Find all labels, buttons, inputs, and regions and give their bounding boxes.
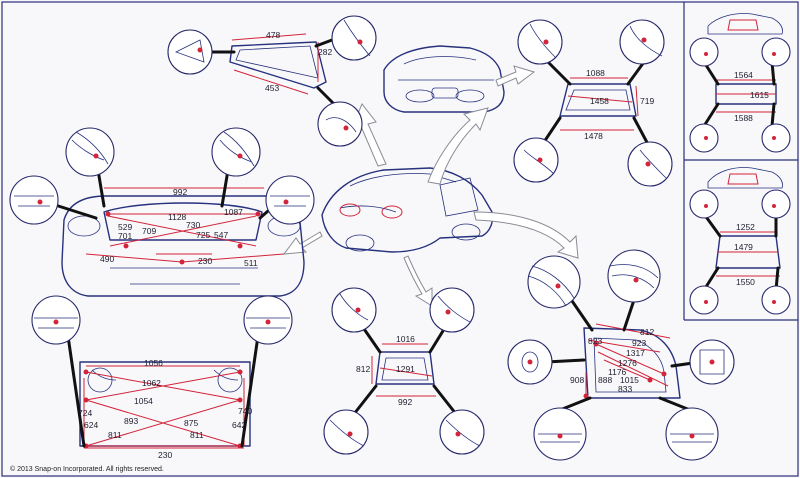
dim-230-floor: 230 (158, 450, 172, 460)
detail-circle-door-1 (527, 255, 581, 309)
dim-992-back: 992 (398, 397, 412, 407)
detail-circle-roof-top-1 (689, 37, 719, 67)
detail-circle-roof-bottom-1 (689, 189, 719, 219)
back-window-group: 1016 812 1291 992 (323, 287, 485, 455)
dim-812-door: 812 (640, 327, 654, 337)
dim-1479: 1479 (734, 242, 753, 252)
dim-453: 453 (265, 83, 279, 93)
dim-719: 719 (640, 96, 654, 106)
dim-1056: 1056 (144, 358, 163, 368)
dim-1054: 1054 (134, 396, 153, 406)
windshield-group: 1088 1458 719 1478 (513, 19, 673, 187)
detail-circle-quarter-2 (331, 15, 377, 61)
dim-1317: 1317 (626, 348, 645, 358)
dim-811-left: 811 (108, 430, 122, 440)
dim-1458: 1458 (590, 96, 609, 106)
dim-1615: 1615 (750, 90, 769, 100)
dim-1276: 1276 (618, 358, 637, 368)
detail-circle-roof-top-2 (761, 37, 791, 67)
dim-282: 282 (318, 47, 332, 57)
dim-893: 893 (124, 416, 138, 426)
roof-inset-bottom-group: 1252 1479 1550 (689, 167, 791, 315)
detail-circle-windshield-2 (619, 19, 665, 65)
detail-circle-roof-bottom-4 (761, 285, 791, 315)
door-opening-group: 812 823 923 1317 1276 1176 908 888 1015 … (507, 249, 735, 461)
dim-1128: 1128 (168, 212, 187, 222)
dim-833: 833 (618, 384, 632, 394)
dim-230-rear: 230 (198, 256, 212, 266)
detail-circle-quarter-3 (317, 101, 363, 147)
dim-725: 725 (196, 230, 210, 240)
rear-body-group: 992 1128 1087 529 701 709 730 725 547 49… (9, 127, 315, 297)
detail-circle-rear-1 (65, 127, 115, 177)
dim-1564: 1564 (734, 70, 753, 80)
quarter-window-group: 478 282 453 (167, 15, 377, 147)
dim-511: 511 (244, 258, 258, 268)
dim-1550: 1550 (736, 277, 755, 287)
dim-490: 490 (100, 254, 114, 264)
rear-floor-group: 1056 1062 1054 893 875 724 624 811 811 7… (31, 295, 293, 460)
dim-875: 875 (184, 418, 198, 428)
dim-1291: 1291 (396, 364, 415, 374)
dim-642: 642 (232, 420, 246, 430)
dim-888: 888 (598, 375, 612, 385)
dim-547: 547 (214, 230, 228, 240)
dim-1062: 1062 (142, 378, 161, 388)
dim-1588: 1588 (734, 113, 753, 123)
front-car-illustration (383, 45, 505, 113)
copyright-text: © 2013 Snap-on Incorporated. All rights … (10, 465, 164, 473)
dim-709: 709 (142, 226, 156, 236)
dim-740: 740 (238, 406, 252, 416)
dim-992-rear: 992 (173, 187, 187, 197)
center-car-illustration (321, 167, 494, 253)
dim-529: 529 (118, 222, 132, 232)
dim-923: 923 (632, 338, 646, 348)
dim-908: 908 (570, 375, 584, 385)
dim-724: 724 (78, 408, 92, 418)
detail-circle-rear-2 (211, 127, 261, 177)
dim-1176: 1176 (608, 367, 627, 377)
dim-1016: 1016 (396, 334, 415, 344)
dim-701: 701 (118, 231, 132, 241)
detail-circle-rear-3 (9, 175, 59, 225)
dim-811-right: 811 (190, 430, 204, 440)
detail-circle-back-3 (323, 409, 369, 455)
dim-812-back: 812 (356, 364, 370, 374)
detail-circle-back-4 (439, 409, 485, 455)
dim-1478: 1478 (584, 131, 603, 141)
dim-1088: 1088 (586, 68, 605, 78)
roof-inset-top-group: 1564 1615 1588 (689, 13, 791, 153)
dim-1252: 1252 (736, 222, 755, 232)
dim-624: 624 (84, 420, 98, 430)
detail-circle-rear-4 (265, 175, 315, 225)
dim-730: 730 (186, 220, 200, 230)
dim-478: 478 (266, 30, 280, 40)
dim-1015: 1015 (620, 375, 639, 385)
detail-circle-roof-bottom-3 (689, 285, 719, 315)
detail-circle-quarter-1 (167, 29, 213, 75)
dim-1087: 1087 (224, 207, 243, 217)
detail-circle-roof-bottom-2 (761, 189, 791, 219)
dim-823: 823 (588, 336, 602, 346)
detail-circle-back-1 (331, 287, 377, 333)
